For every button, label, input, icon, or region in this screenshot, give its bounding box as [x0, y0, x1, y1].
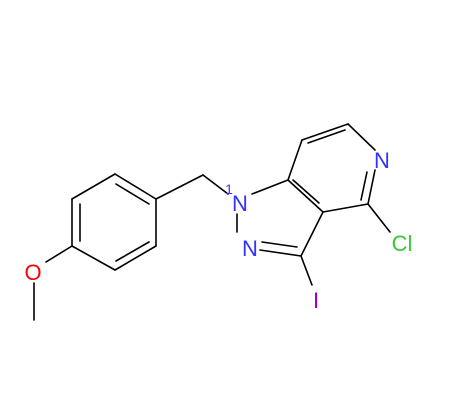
bond-c4-c3a: [322, 203, 369, 213]
bond-c3-c3a: [300, 211, 324, 257]
bond-ph4-ph5: [71, 245, 116, 271]
bond-ph4-o: [45, 245, 73, 263]
bond-c3-i: [300, 255, 313, 286]
bonds: [33, 123, 391, 321]
bond-n1-ch2: [202, 174, 229, 195]
atom-labels: N Cl I N 1 N O: [24, 148, 412, 313]
bond-ph5-ph6: [114, 245, 157, 271]
atom-label-cl: Cl: [392, 231, 413, 256]
bond-c7-c6: [287, 139, 303, 181]
bond-ch2-ph: [155, 174, 204, 200]
bond-c6-c5: [301, 123, 349, 141]
bond-c6-c5-inner: [307, 129, 346, 144]
bond-n-c4: [367, 169, 376, 205]
bond-ph1-ph2-inner: [115, 183, 150, 205]
atom-label-i: I: [313, 288, 319, 313]
bond-ph2-ph3: [71, 173, 116, 200]
bond-c5-n: [347, 123, 376, 151]
atom-label-o: O: [24, 260, 41, 285]
atom-label-n1: N: [232, 191, 248, 216]
bond-ph5-ph6-inner: [115, 241, 150, 262]
bond-c3a-c7a: [287, 179, 324, 213]
bond-n-c4-inner: [360, 171, 368, 201]
atom-locant-1: 1: [225, 181, 233, 197]
bond-n2-c3: [259, 249, 302, 257]
bond-c3a-c7a-inner: [292, 179, 320, 204]
atom-label-n-pyridine: N: [374, 148, 390, 173]
atom-label-n2: N: [242, 236, 258, 261]
bond-c7a-n1: [251, 179, 289, 195]
bond-c4-cl: [367, 203, 391, 233]
bond-ph1-ph2: [114, 173, 157, 200]
bond-n2-c3-inner: [261, 241, 298, 248]
